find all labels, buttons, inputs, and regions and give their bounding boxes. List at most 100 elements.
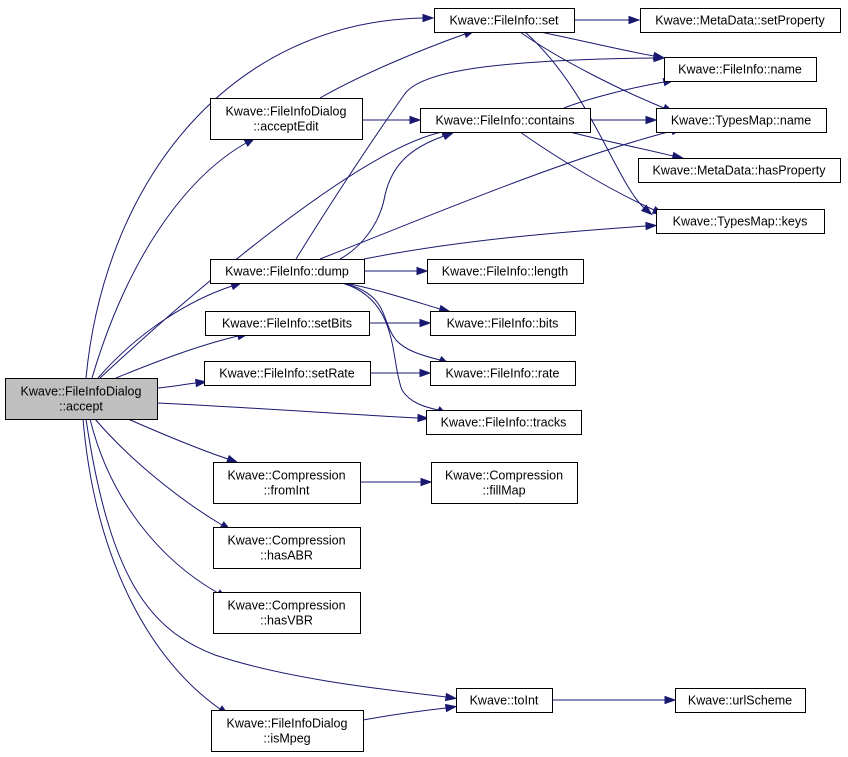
edge-dump-to-bits: [344, 282, 452, 313]
node-setBits[interactable]: Kwave::FileInfo::setBits: [205, 311, 370, 336]
node-label: Kwave::TypesMap::name: [671, 114, 811, 128]
node-label: ::fromInt: [264, 484, 310, 498]
edge-line: [539, 31, 655, 57]
node-box: [675, 688, 806, 713]
edge-line: [295, 57, 655, 260]
edge-fromInt-to-fillMap: [360, 477, 433, 487]
node-contains[interactable]: Kwave::FileInfo::contains: [420, 108, 591, 133]
arrowhead-icon: [419, 318, 432, 328]
node-box: [640, 8, 841, 33]
node-label: Kwave::FileInfo::setRate: [219, 367, 355, 381]
node-box: [213, 592, 361, 634]
node-keys[interactable]: Kwave::TypesMap::keys: [656, 209, 825, 234]
node-label: ::hasABR: [260, 549, 313, 563]
edge-isMpeg-to-toInt: [362, 703, 458, 721]
node-box: [456, 688, 553, 713]
edge-line: [362, 707, 447, 721]
edge-dump-to-tracks: [341, 282, 448, 416]
arrowhead-icon: [640, 204, 653, 216]
node-label: Kwave::Compression: [227, 469, 345, 483]
node-tmName[interactable]: Kwave::TypesMap::name: [656, 108, 827, 133]
node-accept[interactable]: Kwave::FileInfoDialog::accept: [5, 378, 158, 420]
node-box: [211, 710, 364, 752]
edge-accept-to-toInt: [85, 418, 458, 702]
node-hasABR[interactable]: Kwave::Compression::hasABR: [213, 527, 361, 569]
node-tracks[interactable]: Kwave::FileInfo::tracks: [426, 410, 582, 435]
node-box: [204, 361, 371, 386]
edge-line: [519, 131, 655, 211]
edge-dump-to-keys: [363, 221, 658, 260]
edge-line: [82, 418, 221, 710]
node-acceptEdit[interactable]: Kwave::FileInfoDialog::acceptEdit: [210, 98, 363, 140]
node-label: Kwave::FileInfo::name: [678, 63, 802, 77]
node-urlScheme[interactable]: Kwave::urlScheme: [675, 688, 806, 713]
edge-line: [99, 131, 443, 379]
node-box: [431, 462, 578, 504]
node-box: [656, 209, 825, 234]
node-label: ::isMpeg: [263, 732, 310, 746]
node-box: [430, 311, 576, 336]
node-set[interactable]: Kwave::FileInfo::set: [434, 8, 575, 33]
edge-accept-to-acceptEdit: [91, 137, 256, 379]
node-label: ::fillMap: [482, 484, 525, 498]
arrowhead-icon: [419, 368, 432, 378]
edge-accept-to-hasABR: [94, 418, 232, 532]
edge-acceptEdit-to-set: [319, 30, 476, 99]
edge-line: [341, 282, 439, 411]
node-fromInt[interactable]: Kwave::Compression::fromInt: [213, 462, 361, 504]
node-dump[interactable]: Kwave::FileInfo::dump: [210, 259, 365, 284]
node-label: Kwave::FileInfo::set: [449, 14, 559, 28]
node-box: [5, 378, 158, 420]
arrowhead-icon: [444, 692, 458, 702]
node-label: Kwave::toInt: [470, 694, 539, 708]
node-label: Kwave::FileInfo::tracks: [441, 416, 567, 430]
node-label: Kwave::FileInfo::setBits: [222, 317, 352, 331]
node-fiName[interactable]: Kwave::FileInfo::name: [664, 57, 817, 82]
node-label: Kwave::Compression: [227, 534, 345, 548]
edge-acceptEdit-to-contains: [362, 115, 422, 125]
node-bits[interactable]: Kwave::FileInfo::bits: [430, 311, 576, 336]
node-box: [656, 108, 827, 133]
arrowhead-icon: [653, 53, 666, 63]
edge-line: [363, 225, 647, 260]
nodes-layer: Kwave::FileInfoDialog::acceptKwave::File…: [5, 8, 841, 752]
edge-line: [339, 135, 445, 260]
arrowhead-icon: [645, 115, 658, 125]
arrowhead-icon: [664, 695, 677, 705]
node-label: Kwave::FileInfo::contains: [436, 114, 575, 128]
edge-line: [89, 418, 219, 594]
node-label: Kwave::Compression: [227, 599, 345, 613]
edges-layer: [82, 13, 685, 721]
node-setProperty[interactable]: Kwave::MetaData::setProperty: [640, 8, 841, 33]
node-isMpeg[interactable]: Kwave::FileInfoDialog::isMpeg: [211, 710, 364, 752]
arrowhead-icon: [420, 477, 433, 487]
node-hasProperty[interactable]: Kwave::MetaData::hasProperty: [638, 158, 841, 183]
node-setRate[interactable]: Kwave::FileInfo::setRate: [204, 361, 371, 386]
node-label: Kwave::FileInfo::bits: [447, 317, 559, 331]
edge-dump-to-length: [364, 266, 429, 276]
node-length[interactable]: Kwave::FileInfo::length: [427, 259, 584, 284]
arrowhead-icon: [444, 703, 458, 713]
node-toInt[interactable]: Kwave::toInt: [456, 688, 553, 713]
node-hasVBR[interactable]: Kwave::Compression::hasVBR: [213, 592, 361, 634]
node-label: Kwave::FileInfo::length: [442, 265, 569, 279]
edge-line: [127, 418, 229, 460]
edge-line: [85, 17, 424, 379]
edge-line: [156, 382, 197, 389]
node-rate[interactable]: Kwave::FileInfo::rate: [430, 361, 576, 386]
edge-set-to-setProperty: [574, 15, 641, 25]
edge-toInt-to-urlScheme: [552, 695, 677, 705]
node-box: [638, 158, 841, 183]
node-box: [205, 311, 370, 336]
node-box: [213, 527, 361, 569]
edge-line: [94, 418, 223, 526]
node-label: Kwave::FileInfoDialog: [21, 385, 142, 399]
arrowhead-icon: [194, 378, 208, 388]
node-label: ::accept: [59, 400, 103, 414]
node-fillMap[interactable]: Kwave::Compression::fillMap: [431, 462, 578, 504]
node-label: Kwave::FileInfoDialog: [227, 717, 348, 731]
node-box: [210, 98, 363, 140]
edge-line: [569, 131, 674, 157]
edge-accept-to-tracks: [156, 402, 430, 423]
